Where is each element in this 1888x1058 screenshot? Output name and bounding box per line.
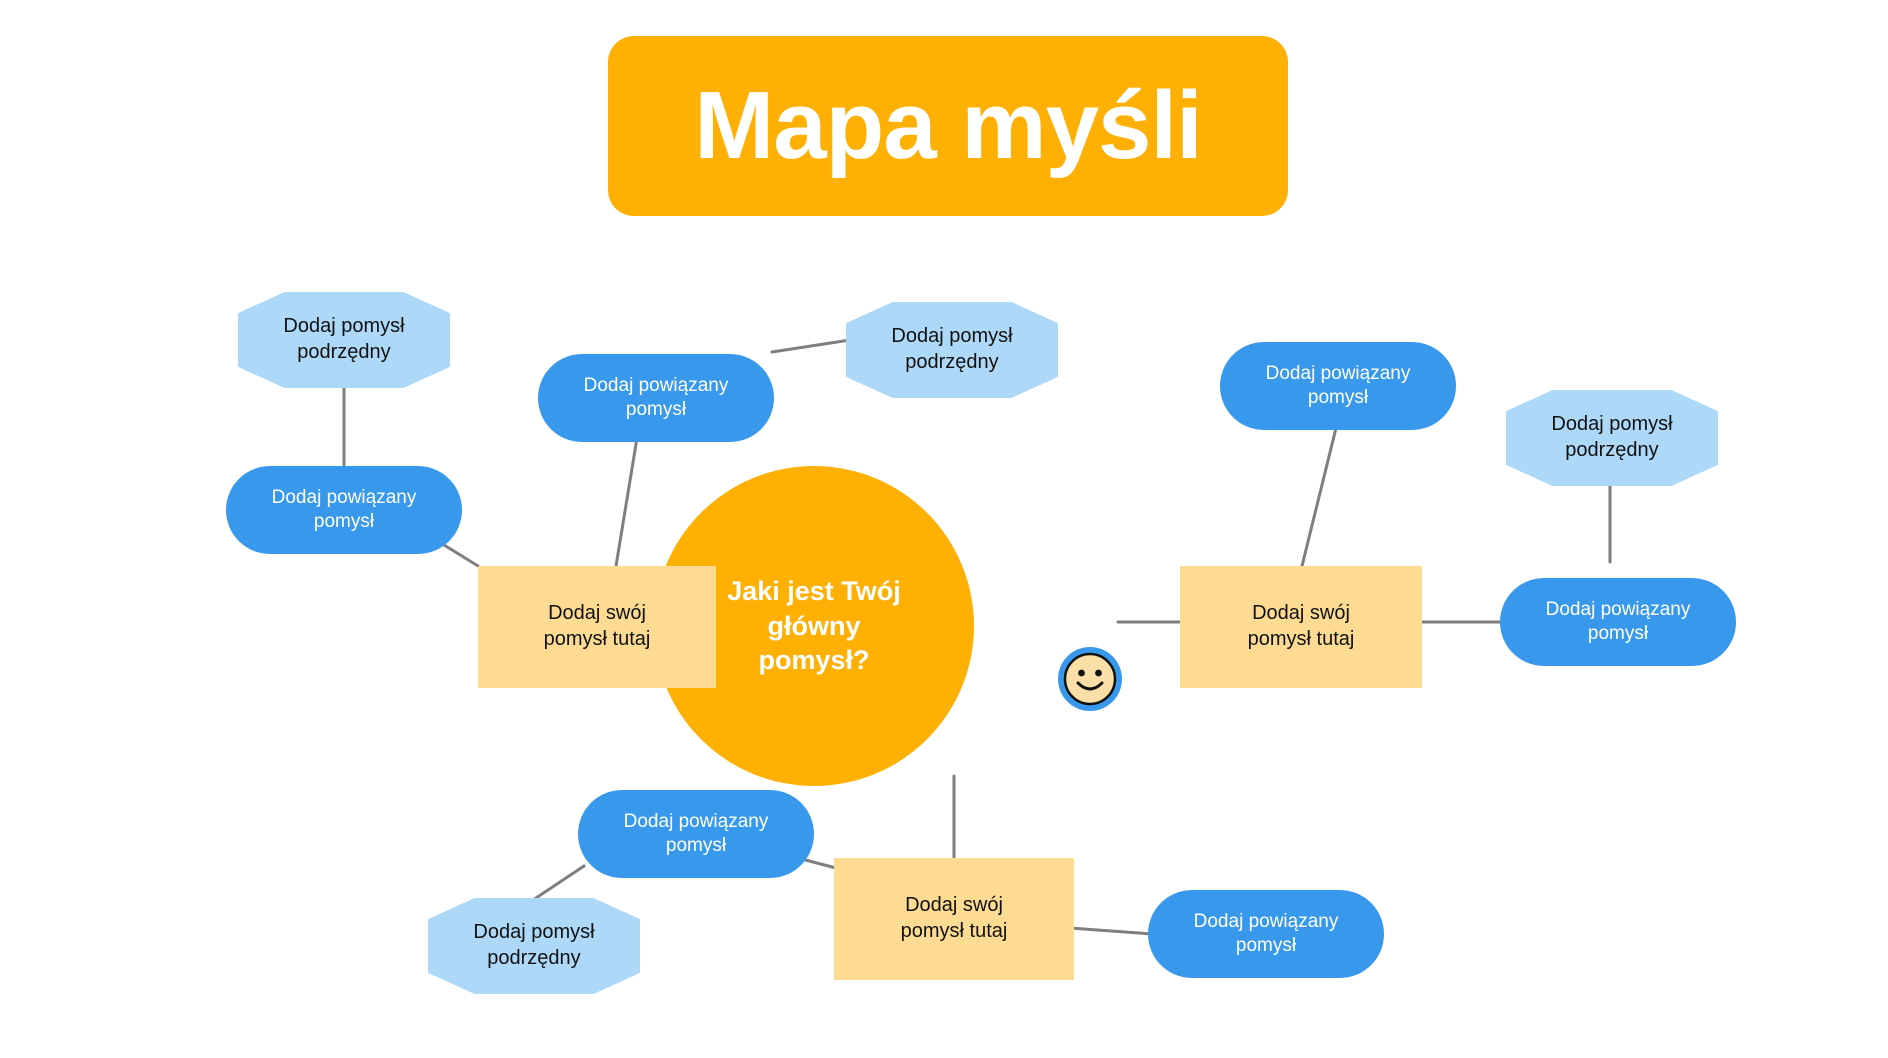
main-idea-bottom-label: Dodaj swój pomysł tutaj [900,894,1008,942]
related-idea-left-a-label: Dodaj powiązany pomysł [271,486,417,532]
sub-idea-right-a-label: Dodaj pomysł podrzędny [1551,413,1673,461]
hexagon-shape [846,302,1058,398]
main-idea-left[interactable]: Dodaj swój pomysł tutaj [478,566,716,688]
connector-left-main-related-b [614,430,640,568]
page-title: Mapa myśli [694,72,1203,179]
hexagon-shape [428,898,640,994]
related-idea-right-a[interactable]: Dodaj powiązany pomysł [1220,342,1456,430]
main-idea-right[interactable]: Dodaj swój pomysł tutaj [1180,566,1422,688]
sub-idea-left-a[interactable]: Dodaj pomysł podrzędny [238,292,450,388]
connector-left-related-b-sub [770,338,852,354]
sub-idea-left-b-label: Dodaj pomysł podrzędny [891,325,1013,373]
smiley-face-icon[interactable] [1056,645,1124,713]
sub-idea-bottom-a-label: Dodaj pomysł podrzędny [473,921,595,969]
related-idea-right-b-label: Dodaj powiązany pomysł [1545,598,1691,644]
connector-right-main-related-a [1300,418,1340,568]
related-idea-left-a[interactable]: Dodaj powiązany pomysł [226,466,462,554]
main-idea-right-label: Dodaj swój pomysł tutaj [1247,602,1355,650]
connector-bottom-main-related-b [1068,926,1154,936]
sub-idea-right-a[interactable]: Dodaj pomysł podrzędny [1506,390,1718,486]
connector-bottom-related-a-sub [528,864,586,904]
main-idea-bottom[interactable]: Dodaj swój pomysł tutaj [834,858,1074,980]
title-card[interactable]: Mapa myśli [608,36,1288,216]
related-idea-left-b[interactable]: Dodaj powiązany pomysł [538,354,774,442]
sub-idea-bottom-a[interactable]: Dodaj pomysł podrzędny [428,898,640,994]
main-idea-left-label: Dodaj swój pomysł tutaj [543,602,651,650]
related-idea-bottom-b[interactable]: Dodaj powiązany pomysł [1148,890,1384,978]
related-idea-left-b-label: Dodaj powiązany pomysł [583,374,729,420]
sub-idea-left-b[interactable]: Dodaj pomysł podrzędny [846,302,1058,398]
sub-idea-left-a-label: Dodaj pomysł podrzędny [283,315,405,363]
related-idea-bottom-a[interactable]: Dodaj powiązany pomysł [578,790,814,878]
related-idea-bottom-a-label: Dodaj powiązany pomysł [623,810,769,856]
related-idea-right-b[interactable]: Dodaj powiązany pomysł [1500,578,1736,666]
related-idea-bottom-b-label: Dodaj powiązany pomysł [1193,910,1339,956]
hexagon-shape [1506,390,1718,486]
related-idea-right-a-label: Dodaj powiązany pomysł [1265,362,1411,408]
hexagon-shape [238,292,450,388]
central-node-label: Jaki jest Twój główny pomysł? [727,576,901,676]
